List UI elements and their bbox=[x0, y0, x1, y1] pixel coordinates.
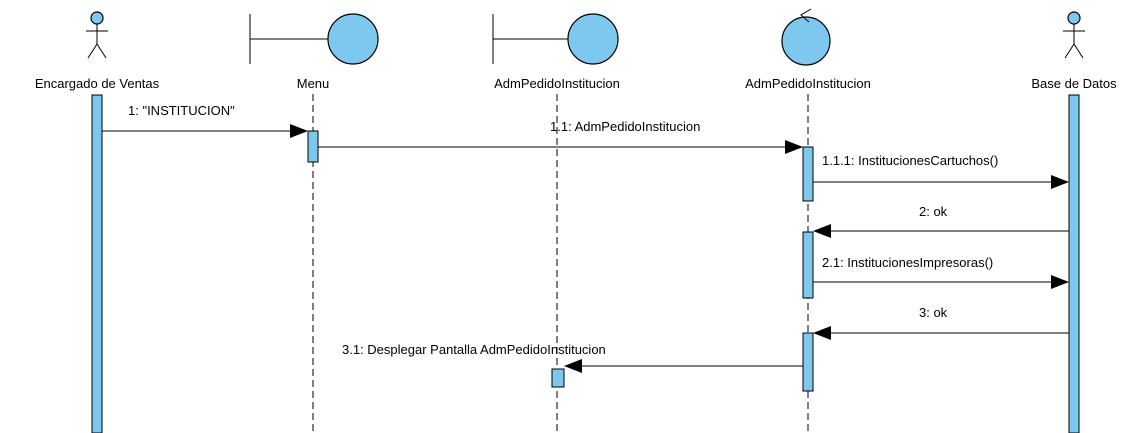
activation-bar-menu bbox=[307, 130, 319, 163]
actor-icon-base-de-datos bbox=[1063, 11, 1085, 59]
participant-label-menu: Menu bbox=[297, 76, 330, 91]
actor-icon-encargado-de-ventas bbox=[86, 11, 108, 59]
activation-bar-control-3 bbox=[802, 332, 814, 392]
activation-bar-encargado-de-ventas bbox=[91, 94, 103, 433]
message-5 bbox=[813, 275, 1069, 289]
message-7 bbox=[564, 359, 803, 373]
activation-bar-control-1 bbox=[802, 146, 814, 202]
activation-bar-control-2 bbox=[802, 231, 814, 299]
message-label-4: 2: ok bbox=[919, 204, 948, 219]
boundary-icon-menu bbox=[249, 13, 379, 65]
message-label-1: 1: "INSTITUCION" bbox=[128, 103, 235, 118]
participant-label-admpedidoinstitucion-boundary: AdmPedidoInstitucion bbox=[494, 76, 620, 91]
control-icon-admpedidoinstitucion bbox=[781, 8, 831, 66]
participant-label-admpedidoinstitucion-control: AdmPedidoInstitucion bbox=[745, 76, 871, 91]
message-1 bbox=[102, 124, 308, 138]
participant-label-encargado-de-ventas: Encargado de Ventas bbox=[35, 76, 160, 91]
message-2 bbox=[318, 140, 803, 154]
activation-bar-base-de-datos bbox=[1068, 94, 1080, 433]
activation-bar-boundary bbox=[551, 368, 565, 388]
message-label-6: 3: ok bbox=[919, 305, 948, 320]
message-label-5: 2.1: InstitucionesImpresoras() bbox=[822, 255, 993, 270]
message-6 bbox=[813, 326, 1069, 340]
participant-label-base-de-datos: Base de Datos bbox=[1031, 76, 1117, 91]
message-3 bbox=[813, 175, 1069, 189]
message-label-3: 1.1.1: InstitucionesCartuchos() bbox=[822, 153, 998, 168]
boundary-icon-admpedidoinstitucion bbox=[492, 13, 619, 65]
message-label-2: 1.1: AdmPedidoInstitucion bbox=[550, 119, 700, 134]
message-4 bbox=[813, 224, 1069, 238]
message-label-7: 3.1: Desplegar Pantalla AdmPedidoInstitu… bbox=[342, 342, 606, 357]
